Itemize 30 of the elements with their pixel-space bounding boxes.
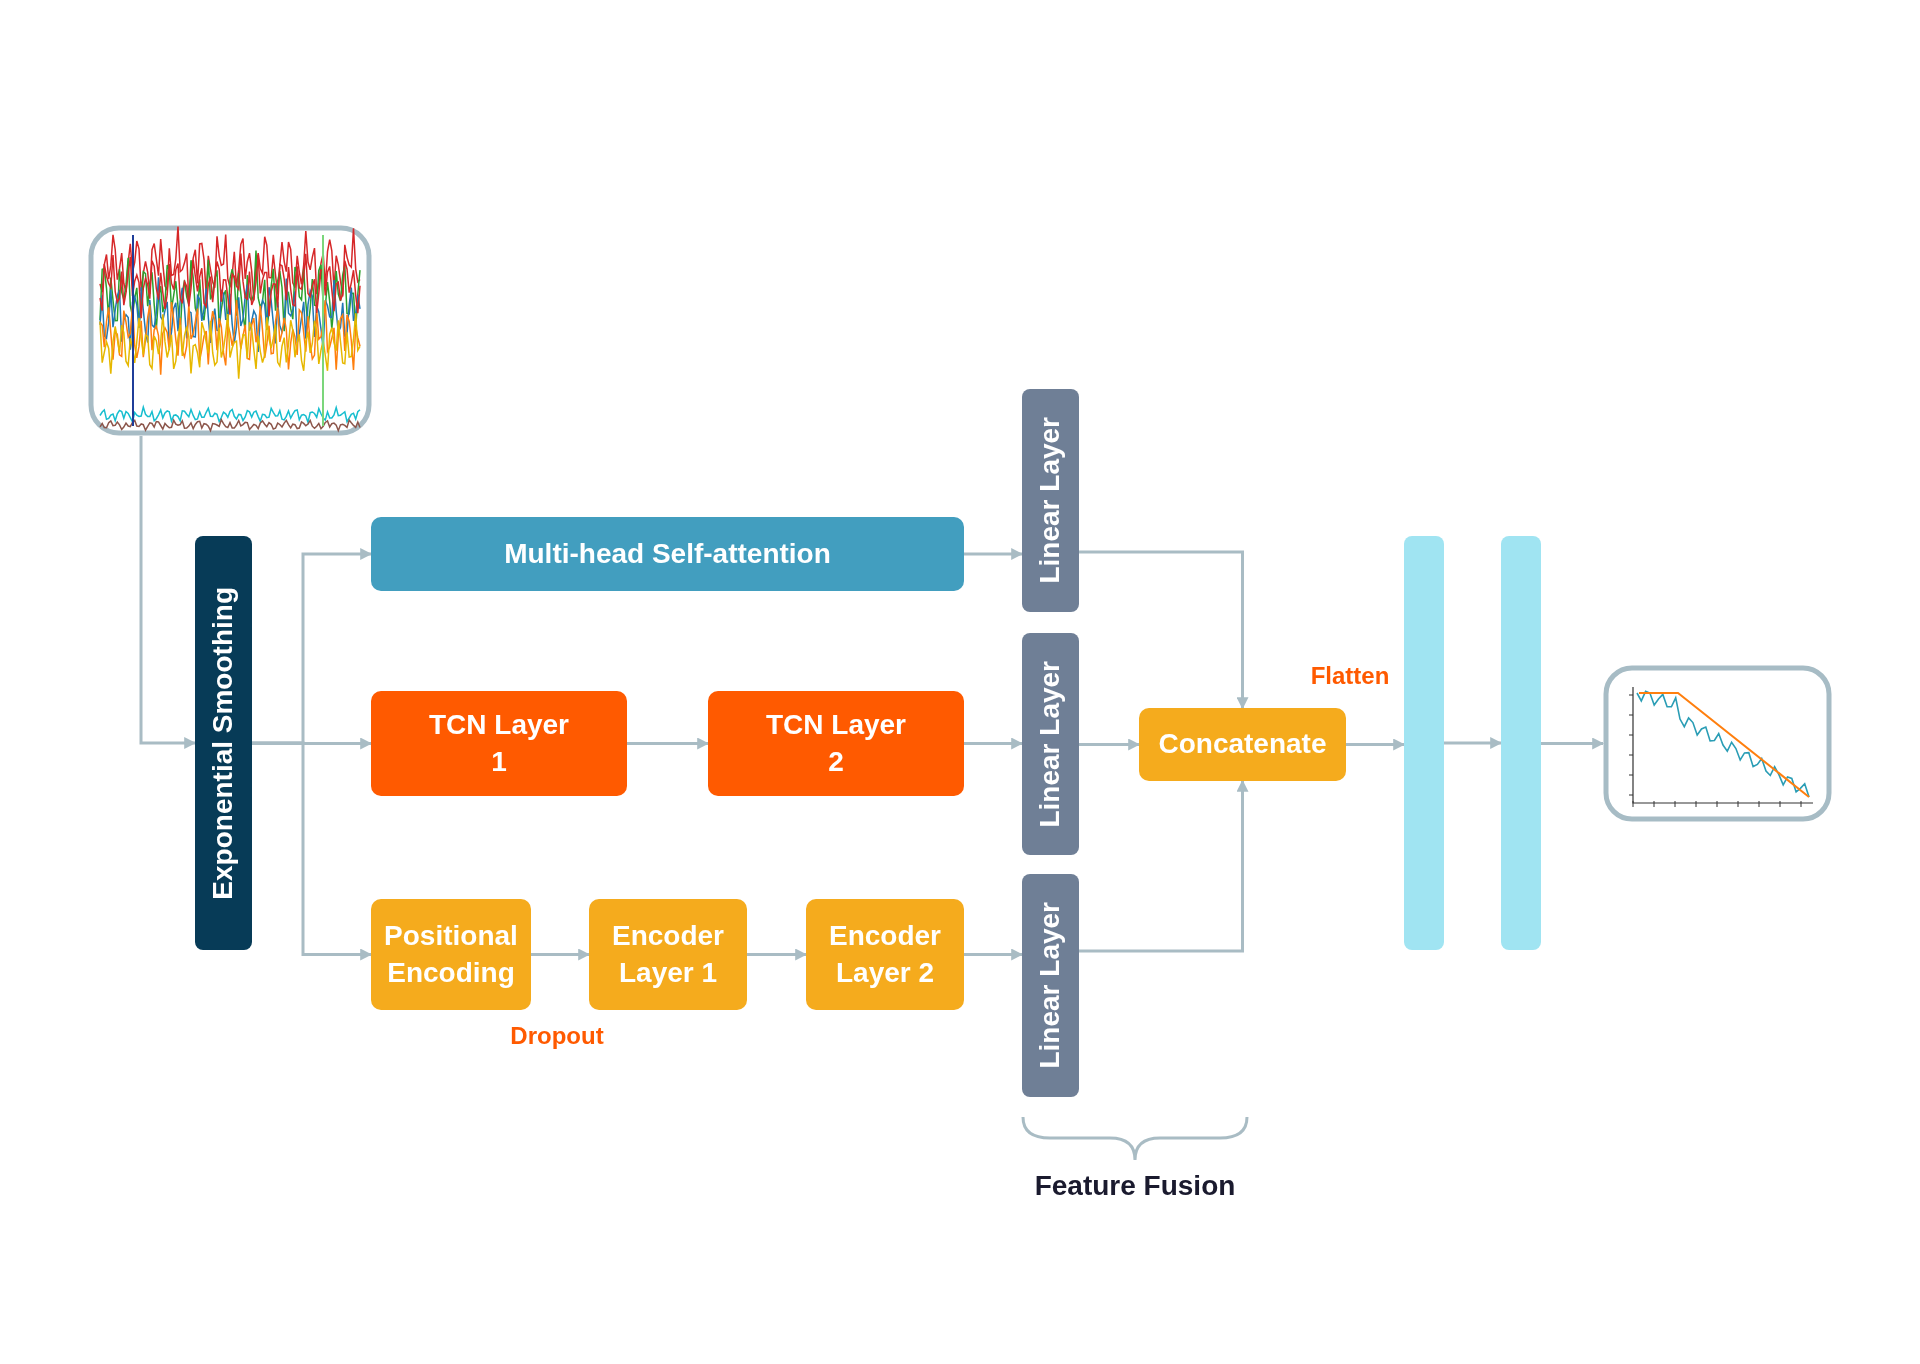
process-bar: Linear Layer — [1022, 389, 1079, 612]
process-bar: Exponential Smoothing — [195, 536, 252, 950]
process-box: Encoder Layer 1 — [589, 899, 747, 1010]
arrow — [1079, 779, 1249, 953]
annotation-label: Flatten — [1310, 662, 1390, 690]
process-box: TCN Layer 1 — [371, 691, 627, 796]
arrow — [964, 948, 1024, 961]
arrow — [1541, 737, 1605, 750]
arrow — [964, 737, 1024, 750]
process-box: Concatenate — [1139, 708, 1346, 781]
process-box: Multi-head Self-attention — [371, 517, 964, 591]
process-box: TCN Layer 2 — [708, 691, 964, 796]
annotation-label: Dropout — [510, 1022, 604, 1050]
arrow — [531, 948, 591, 961]
brace-label: Feature Fusion — [1034, 1170, 1236, 1202]
arrow — [747, 948, 808, 961]
process-box: Encoder Layer 2 — [806, 899, 964, 1010]
arrow — [1346, 738, 1406, 751]
process-bar: Linear Layer — [1022, 633, 1079, 855]
arrow — [1079, 550, 1249, 710]
process-bar: Linear Layer — [1022, 874, 1079, 1097]
arrow — [1079, 738, 1141, 751]
layer-bar — [1501, 536, 1541, 950]
arrow — [252, 741, 373, 961]
arrow — [964, 548, 1024, 560]
arrow — [139, 436, 197, 749]
arrow — [1444, 737, 1503, 749]
arrow — [627, 737, 710, 750]
process-box: Positional Encoding — [371, 899, 531, 1010]
layer-bar — [1404, 536, 1444, 950]
